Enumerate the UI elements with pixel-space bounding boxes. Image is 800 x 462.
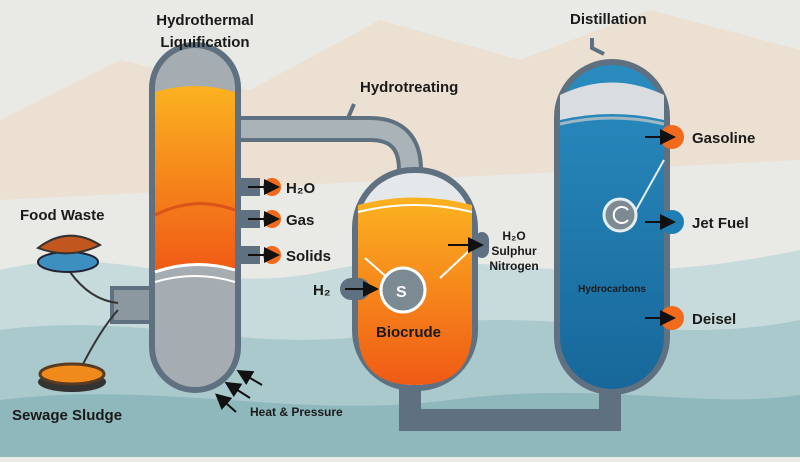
catalyst-icon: [379, 266, 427, 314]
htl-title-line1: Hydrothermal: [156, 12, 254, 29]
output-gas-label: Gas: [286, 212, 314, 229]
hydrotreating-title: Hydrotreating: [360, 79, 458, 96]
heat-pressure-label: Heat & Pressure: [250, 405, 343, 419]
htl-outlets: [238, 178, 281, 264]
htl-reactor: [149, 42, 241, 393]
product-gasoline: Gasoline: [692, 130, 755, 147]
sewage-sludge-icon: [38, 362, 106, 392]
distillation-pipe: [399, 380, 621, 431]
output-h2o-label: H₂O: [286, 180, 315, 197]
distillation-column: [554, 59, 670, 395]
separator-icon: [602, 197, 638, 233]
heat-arrows: [215, 369, 263, 413]
distillation-title: Distillation: [570, 11, 647, 28]
product-jet-fuel: Jet Fuel: [692, 215, 749, 232]
sewage-sludge-label: Sewage Sludge: [12, 407, 122, 424]
biocrude-label: Biocrude: [376, 324, 441, 341]
byproduct-h2o: H₂O: [502, 229, 525, 243]
hydrotreating-reactor: S: [352, 167, 478, 391]
food-waste-icon: [35, 234, 103, 273]
hydrocarbons-label: Hydrocarbons: [578, 284, 646, 295]
product-deisel: Deisel: [692, 311, 736, 328]
product-outlets: [645, 125, 684, 330]
byproduct-sulphur: Sulphur: [491, 244, 537, 258]
htl-title-line2: Liquification: [160, 34, 249, 51]
svg-text:S: S: [396, 284, 407, 301]
h2-input-label: H₂: [313, 282, 331, 299]
food-waste-label: Food Waste: [20, 207, 104, 224]
output-solids-label: Solids: [286, 248, 331, 265]
byproduct-nitrogen: Nitrogen: [489, 259, 538, 273]
